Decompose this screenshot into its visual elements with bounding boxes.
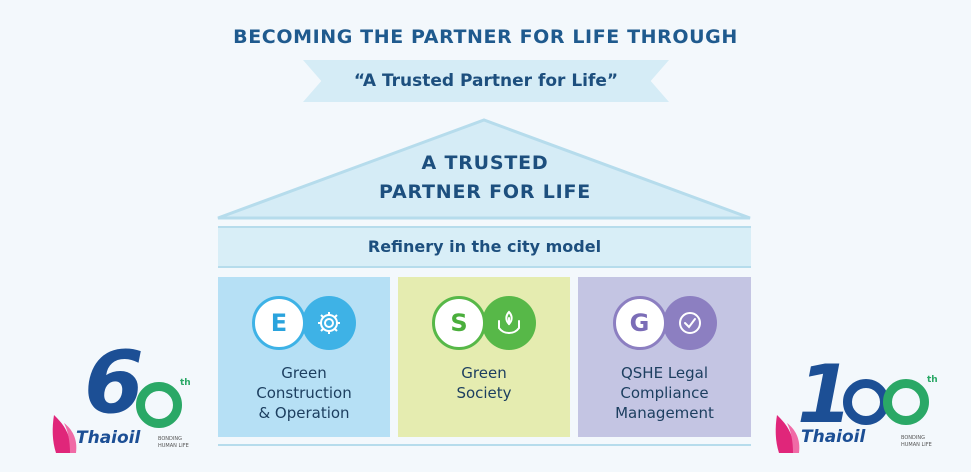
roof-heading-line-2: PARTNER FOR LIFE: [378, 181, 592, 203]
gear-icon: [302, 296, 356, 350]
anniversary-number: 6: [84, 333, 144, 433]
tagline-text: “A Trusted Partner for Life”: [353, 71, 619, 91]
flame-mark: [52, 415, 77, 453]
pillar-social: S Green Society: [398, 277, 570, 437]
roof-heading: A TRUSTED PARTNER FOR LIFE: [340, 149, 630, 207]
house-roof: [217, 118, 751, 220]
anniversary-zero-ring: [883, 379, 929, 425]
check-circle-icon: [662, 296, 717, 350]
brand-name: Thaioil: [801, 427, 866, 447]
pillar-badge: G: [612, 296, 717, 352]
model-band: Refinery in the city model: [218, 226, 751, 268]
page-title: BECOMING THE PARTNER FOR LIFE THROUGH: [233, 26, 738, 48]
anniversary-suffix: th: [927, 375, 938, 385]
house-base-line: [218, 444, 751, 446]
logo-subtext: BONDING HUMAN LIFE: [901, 435, 932, 448]
thaioil-100th-logo: 1 th Thaioil BONDING HUMAN LIFE: [773, 355, 943, 460]
tagline-ribbon: [303, 60, 669, 102]
pillar-letter: G: [612, 296, 667, 350]
thaioil-60th-logo: 6 th Thaioil BONDING HUMAN LIFE: [50, 340, 200, 458]
pillar-environment: E Green Construction & Operation: [218, 277, 390, 437]
anniversary-suffix: th: [180, 378, 191, 388]
logo-subtext: BONDING HUMAN LIFE: [158, 436, 189, 449]
pillar-letter: S: [432, 296, 486, 350]
roof-heading-line-1: A TRUSTED: [421, 152, 549, 174]
flame-mark: [775, 415, 800, 453]
pillar-governance: G QSHE Legal Compliance Management: [578, 277, 751, 437]
brand-name: Thaioil: [76, 428, 141, 448]
pillar-badge: S: [432, 296, 536, 352]
pillar-badge: E: [252, 296, 356, 352]
hands-leaf-icon: [482, 296, 536, 350]
pillar-label: QSHE Legal Compliance Management: [615, 364, 714, 422]
anniversary-zero-ring: [136, 382, 182, 428]
pillar-label: Green Society: [456, 364, 512, 402]
pillar-label: Green Construction & Operation: [256, 364, 352, 422]
pillar-letter: E: [252, 296, 306, 350]
